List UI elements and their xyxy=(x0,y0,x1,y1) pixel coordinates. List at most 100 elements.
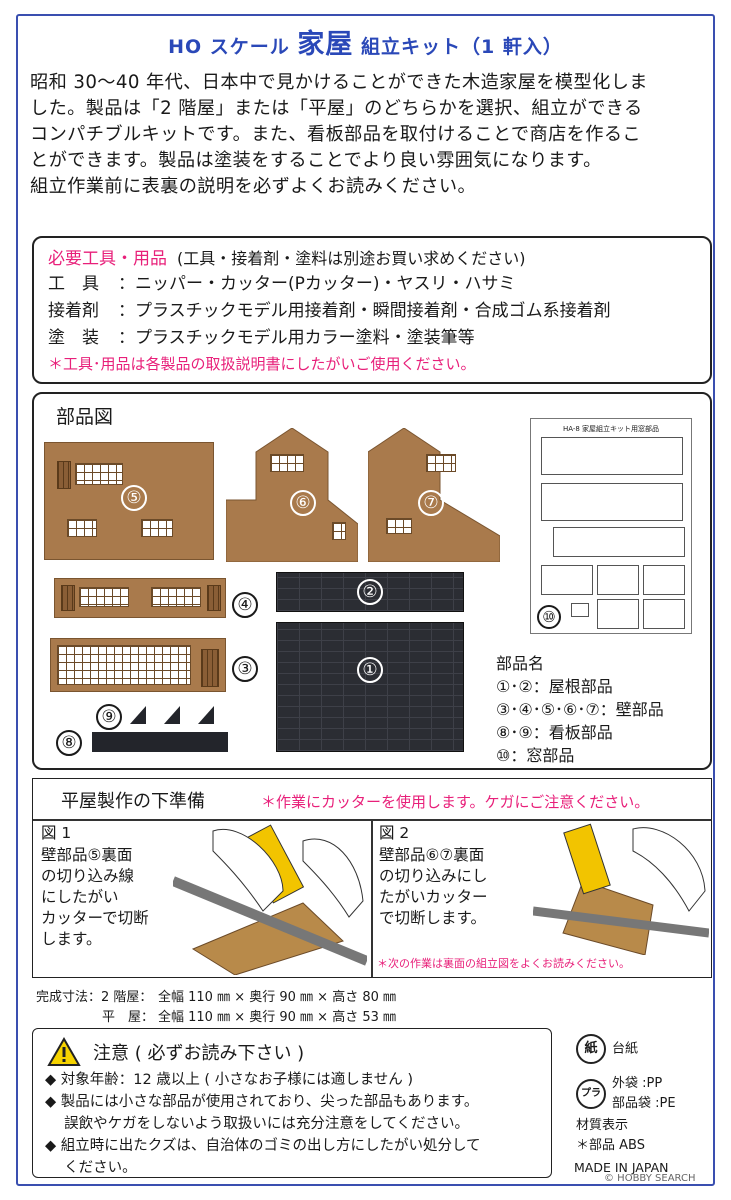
figure-line: の切り込み線 xyxy=(41,867,135,885)
required-tools-box: 必要工具・用品(工具・接着剤・塗料は別途お買い求めください) 工 具：ニッパー・… xyxy=(32,236,712,384)
window xyxy=(332,522,346,540)
tools-heading: 必要工具・用品(工具・接着剤・塗料は別途お買い求めください) xyxy=(48,249,526,269)
caution-item: ◆ 製品には小さな部品が使用されており、尖った部品もあります。 xyxy=(45,1094,479,1110)
dims-value: 全幅 110 ㎜ × 奥行 90 ㎜ × 高さ 53 ㎜ xyxy=(158,1010,397,1025)
window xyxy=(67,519,97,537)
part-10-window-sheet: HA-8 家屋組立キット用窓部品 ⑩ xyxy=(530,418,692,634)
figure-1-text: 図 1 壁部品⑤裏面 の切り込み線 にしたがい カッターで切断 します。 xyxy=(41,823,149,950)
figure-line: カッターで切断 xyxy=(41,909,149,927)
paper-label: 台紙 xyxy=(612,1041,639,1057)
door-shutter xyxy=(61,585,75,611)
made-in: MADE IN JAPAN xyxy=(574,1160,669,1175)
figure-2-note: ＊次の作業は裏面の組立図をよくお読みください。 xyxy=(377,957,630,970)
page-frame xyxy=(16,14,715,1186)
figure-2-text: 図 2 壁部品⑥⑦裏面 の切り込みにし たがいカッター で切断します。 xyxy=(379,823,488,929)
window-film xyxy=(553,527,685,557)
finished-dimensions: 完成寸法：2 階屋： 全幅 110 ㎜ × 奥行 90 ㎜ × 高さ 80 ㎜ 平… xyxy=(36,988,396,1028)
sheet-title: HA-8 家屋組立キット用窓部品 xyxy=(562,425,660,433)
part-number-1: ① xyxy=(357,657,383,683)
window xyxy=(270,454,304,472)
part-number-5: ⑤ xyxy=(121,485,147,511)
caution-item: 誤飲やケガをしないよう取扱いには充分注意をしてください。 xyxy=(45,1116,469,1132)
door-shutter xyxy=(207,585,221,611)
figure-line: 壁部品⑥⑦裏面 xyxy=(379,846,485,864)
figure-line: にしたがい xyxy=(41,888,119,906)
door-shutter xyxy=(57,461,71,489)
window-film xyxy=(541,483,683,521)
material-value: ＊部品 ABS xyxy=(576,1138,645,1153)
part-number-10: ⑩ xyxy=(537,605,561,629)
adhesive-row: 接着剤：プラスチックモデル用接着剤・瞬間接着剤・合成ゴム系接着剤 xyxy=(48,301,611,321)
window-film xyxy=(643,565,685,595)
tools-note: ＊工具･用品は各製品の取扱説明書にしたがいご使用ください。 xyxy=(48,355,476,373)
parts-diagram-box: 部品図 ⑤ ⑥ ⑦ ④ ③ ⑨ ⑧ ② xyxy=(32,392,712,770)
part-number-4: ④ xyxy=(232,592,258,618)
dims-label: 完成寸法：2 階屋： xyxy=(36,990,153,1005)
window xyxy=(386,518,412,534)
figure-label: 図 1 xyxy=(41,824,72,842)
paper-recycle-icon: 紙 xyxy=(576,1034,606,1064)
plastic-recycle-icon: プラ xyxy=(576,1079,606,1109)
part-number-7: ⑦ xyxy=(418,490,444,516)
part-4-wall xyxy=(54,578,226,618)
intro-text: 昭和 30〜40 年代、日本中で見かけることができた木造家屋を模型化しま した。… xyxy=(30,72,648,197)
part-number-3: ③ xyxy=(232,656,258,682)
part-5-wall: ⑤ xyxy=(44,442,214,560)
window-film xyxy=(571,603,589,617)
figure-line: します。 xyxy=(41,930,102,948)
watermark-credit: © HOBBY SEARCH xyxy=(604,1173,696,1184)
part-number-9: ⑨ xyxy=(96,704,122,730)
paint-row: 塗 装：プラスチックモデル用カラー塗料・塗装筆等 xyxy=(48,328,475,348)
recycling-marks: 紙台紙 プラ 外袋 :PP 部品袋 :PE 材質表示 ＊部品 ABS xyxy=(576,1034,676,1156)
window-film xyxy=(597,565,639,595)
door xyxy=(201,649,219,687)
figure-line: の切り込みにし xyxy=(379,867,488,885)
parts-legend: 部品名 ①･②：屋根部品 ③･④･⑤･⑥･⑦：壁部品 ⑧･⑨：看板部品 ⑩：窓部… xyxy=(496,652,664,767)
caution-heading: 注意 ( 必ずお読み下さい ) xyxy=(93,1043,305,1064)
part-number-2: ② xyxy=(357,579,383,605)
window xyxy=(426,454,456,472)
warning-icon xyxy=(47,1037,81,1066)
prep-box: 平屋製作の下準備 ＊作業にカッターを使用します。ケガにご注意ください。 図 1 … xyxy=(32,778,712,978)
caution-item: ください。 xyxy=(45,1160,137,1176)
parts-heading: 部品図 xyxy=(56,406,114,428)
divider xyxy=(371,819,373,977)
window-film xyxy=(541,437,683,475)
caution-item: ◆ 組立時に出たクズは、自治体のゴミの出し方にしたがい処分して xyxy=(45,1138,481,1154)
legend-item: ⑩：窓部品 xyxy=(496,746,575,765)
caution-box: 注意 ( 必ずお読み下さい ) ◆ 対象年齢：12 歳以上 ( 小さなお子様には… xyxy=(32,1028,552,1178)
part-3-wall xyxy=(50,638,226,692)
legend-heading: 部品名 xyxy=(496,654,545,673)
caution-item: ◆ 対象年齢：12 歳以上 ( 小さなお子様には適しません ) xyxy=(45,1072,414,1088)
legend-item: ⑧･⑨：看板部品 xyxy=(496,723,613,742)
cutting-illustration-1 xyxy=(173,824,367,975)
legend-item: ③･④･⑤･⑥･⑦：壁部品 xyxy=(496,700,664,719)
figure-line: で切断します。 xyxy=(379,909,486,927)
cutting-illustration-2 xyxy=(533,823,709,955)
window xyxy=(79,587,129,607)
window-film xyxy=(643,599,685,629)
part-8-sign xyxy=(92,732,228,752)
figure-line: たがいカッター xyxy=(379,888,488,906)
material-heading: 材質表示 xyxy=(576,1118,629,1133)
prep-heading: 平屋製作の下準備 xyxy=(61,791,205,812)
window-film xyxy=(597,599,639,629)
glass-door-front xyxy=(57,645,191,685)
part-number-6: ⑥ xyxy=(290,490,316,516)
dims-label: 平 屋： xyxy=(101,1010,154,1025)
part-1-roof: ① xyxy=(276,622,464,752)
window xyxy=(75,463,123,485)
figure-label: 図 2 xyxy=(379,824,410,842)
parts-bag-material: 部品袋 :PE xyxy=(612,1096,676,1111)
window xyxy=(141,519,173,537)
prep-note: ＊作業にカッターを使用します。ケガにご注意ください。 xyxy=(261,793,650,811)
window xyxy=(151,587,201,607)
tools-row: 工 具：ニッパー・カッター(Pカッター)・ヤスリ・ハサミ xyxy=(48,274,516,294)
figure-line: 壁部品⑤裏面 xyxy=(41,846,133,864)
part-number-8: ⑧ xyxy=(56,730,82,756)
outer-bag-material: 外袋 :PP xyxy=(612,1076,663,1091)
legend-item: ①･②：屋根部品 xyxy=(496,677,613,696)
window-film xyxy=(541,565,593,595)
dims-value: 全幅 110 ㎜ × 奥行 90 ㎜ × 高さ 80 ㎜ xyxy=(158,990,397,1005)
page-title: HO スケール 家屋 組立キット（1 軒入） xyxy=(168,29,563,60)
